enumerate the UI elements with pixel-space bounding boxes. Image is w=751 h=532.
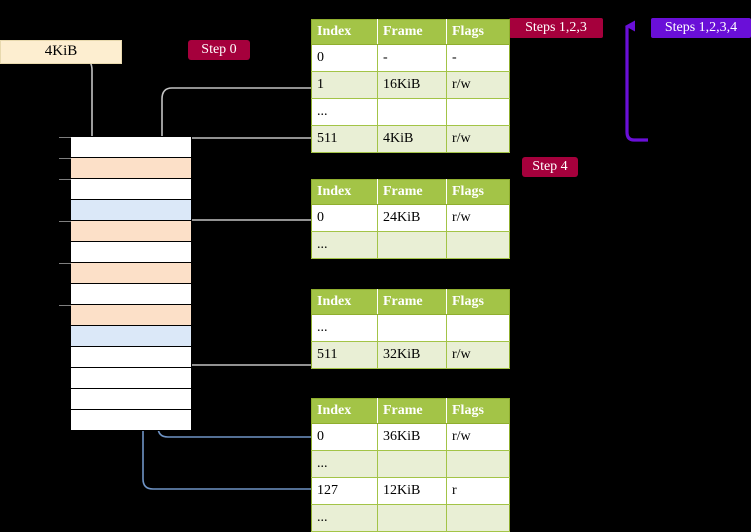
memory-frame-row [59,221,191,242]
table-cell: 127 [311,477,378,505]
table-cell: 12KiB [377,477,447,505]
memory-tick-mark [59,263,71,264]
memory-tick-mark [59,221,71,222]
wire-steps-bracket [625,20,648,142]
column-header-flags: Flags [446,398,510,424]
wire-t4-12k-to-memory [142,214,311,490]
memory-frame-row [59,137,191,158]
memory-frame-row [59,179,191,200]
step-4-badge: Step 4 [522,157,578,177]
steps-123-badge: Steps 1,2,3 [509,18,603,38]
table-cell: 1 [311,71,378,99]
table-cell: - [377,44,447,72]
table-cell: 32KiB [377,341,447,369]
table-row: ... [311,450,510,478]
memory-frame-row [71,368,191,389]
table-cell [446,231,510,259]
wire-t2-to-memory [173,219,311,259]
table-cell [446,450,510,478]
table-cell: 24KiB [377,204,447,232]
table-cell: r/w [446,71,510,99]
column-header-index: Index [311,19,378,45]
table-cell [446,98,510,126]
table-cell: 511 [311,341,378,369]
memory-tick-mark [59,158,71,159]
table-cell: r/w [446,423,510,451]
table-cell: r/w [446,125,510,153]
column-header-frame: Frame [377,289,447,315]
memory-tick-mark [59,305,71,306]
table-cell: r/w [446,341,510,369]
column-header-frame: Frame [377,19,447,45]
memory-tick-mark [59,179,71,180]
memory-frame-row [71,284,191,305]
wire-t3-to-memory [179,314,311,366]
table-row: ... [311,98,510,126]
table-cell [446,504,510,532]
table-cell: ... [311,98,378,126]
table-row: ... [311,231,510,259]
memory-frame-row [71,389,191,410]
column-header-flags: Flags [446,289,510,315]
table-cell [377,450,447,478]
table-cell: 0 [311,204,378,232]
table-row: ... [311,504,510,532]
column-header-index: Index [311,398,378,424]
column-header-frame: Frame [377,398,447,424]
memory-frame-row [59,305,191,326]
physical-memory-column [59,136,192,431]
column-header-flags: Flags [446,19,510,45]
wire-t1-16k-to-memory [156,87,311,217]
table-cell [377,314,447,342]
table-cell: ... [311,231,378,259]
frame-size-label: 4KiB [0,40,122,64]
table-row: ... [311,314,510,342]
table-cell: r [446,477,510,505]
table-cell: 36KiB [377,423,447,451]
table-cell [377,504,447,532]
memory-frame-row [71,410,191,431]
column-header-flags: Flags [446,179,510,205]
table-cell: ... [311,314,378,342]
memory-frame-row [71,326,191,347]
column-header-frame: Frame [377,179,447,205]
memory-frame-row [59,263,191,284]
table-cell: 0 [311,44,378,72]
steps-1234-badge: Steps 1,2,3,4 [651,18,751,38]
step-0-badge: Step 0 [188,40,250,60]
memory-tick-mark [59,137,71,138]
memory-frame-row [71,242,191,263]
table-cell: ... [311,450,378,478]
table-cell [377,98,447,126]
table-cell [377,231,447,259]
table-cell: - [446,44,510,72]
table-cell: 16KiB [377,71,447,99]
table-cell [446,314,510,342]
table-cell: 0 [311,423,378,451]
table-row: 0-- [311,44,510,72]
column-header-index: Index [311,289,378,315]
memory-frame-row [71,200,191,221]
table-cell: ... [311,504,378,532]
column-header-index: Index [311,179,378,205]
table-cell: 4KiB [377,125,447,153]
table-cell: 511 [311,125,378,153]
table-cell: r/w [446,204,510,232]
memory-frame-row [59,158,191,179]
memory-frame-row [71,347,191,368]
